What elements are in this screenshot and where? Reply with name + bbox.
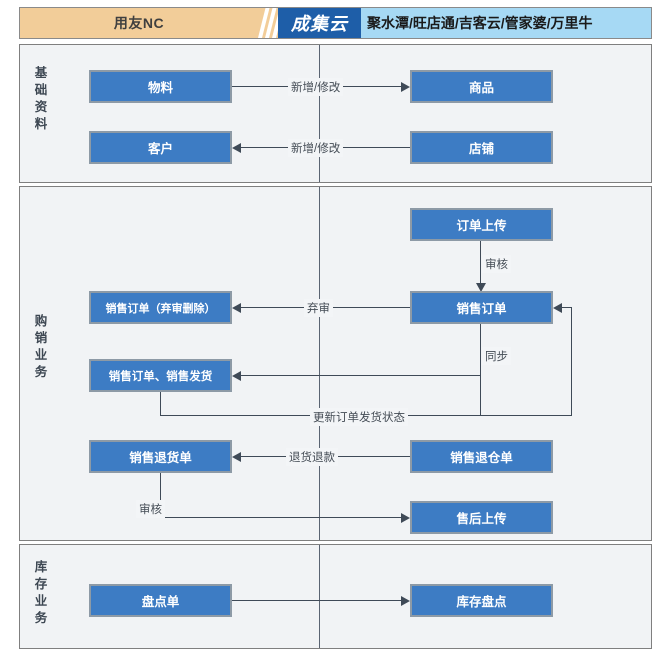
node-pandiandan[interactable]: 盘点单 <box>89 584 232 617</box>
node-label: 销售订单 <box>456 302 507 316</box>
edge-label-gengxin-fahuo: 更新订单发货状态 <box>310 408 408 426</box>
label-char: 销 <box>34 331 48 345</box>
label-char: 购 <box>34 314 48 328</box>
arrow-right-icon <box>401 81 410 92</box>
label-char: 务 <box>34 365 48 379</box>
header-right-systems: 聚水潭/旺店通/吉客云/管家婆/万里牛 <box>361 8 651 38</box>
arrow-right-icon <box>401 512 410 523</box>
section-divider <box>319 545 320 648</box>
node-shangpin[interactable]: 商品 <box>410 70 553 103</box>
label-char: 务 <box>34 611 48 625</box>
node-xiaoshou-dingdan-qishen[interactable]: 销售订单（弃审删除） <box>89 291 232 324</box>
section-label-sales-business: 购 销 业 务 <box>28 313 54 381</box>
node-xiaoshou-dingdan[interactable]: 销售订单 <box>410 291 553 324</box>
edge-pandiandan-to-kucun <box>232 600 403 602</box>
logo-text: 成集云 <box>291 14 348 34</box>
edge-shenhe-vertical <box>160 473 162 517</box>
node-xiaoshou-dingdan-fahuo[interactable]: 销售订单、销售发货 <box>89 359 232 392</box>
edge-label-dianpu-kehu: 新增/修改 <box>288 139 344 157</box>
edge-tongbu-vertical <box>480 324 482 416</box>
label-char: 料 <box>34 117 48 131</box>
logo-slash-bars-icon <box>255 8 285 38</box>
node-label: 销售退仓单 <box>450 451 513 465</box>
node-label: 客户 <box>147 142 173 156</box>
label-char: 业 <box>34 348 48 362</box>
node-dianpu[interactable]: 店铺 <box>410 131 553 164</box>
arrow-left-icon <box>553 302 562 313</box>
header-right-title: 聚水潭/旺店通/吉客云/管家婆/万里牛 <box>367 15 593 31</box>
node-kehu[interactable]: 客户 <box>89 131 232 164</box>
edge-dingdan-to-xiaoshou <box>480 241 482 284</box>
edge-label-qishen: 弃审 <box>304 299 333 317</box>
label-char: 资 <box>34 100 48 114</box>
arrow-left-icon <box>232 302 241 313</box>
edge-label-shenhe-tuihuo: 审核 <box>136 500 165 518</box>
edge-gengxin-vertical-start <box>160 392 162 416</box>
logo-panel: 成集云 <box>278 8 361 38</box>
node-label: 商品 <box>468 81 494 95</box>
diagram-header: 用友NC 成集云 聚水潭/旺店通/吉客云/管家婆/万里牛 <box>19 7 652 39</box>
section-stock-business: 库 存 业 务 盘点单 库存盘点 <box>19 544 652 649</box>
label-char: 库 <box>34 560 48 574</box>
edge-label-shenhe-dingdan: 审核 <box>482 255 511 273</box>
section-label-basic-data: 基 础 资 料 <box>28 65 54 133</box>
node-label: 订单上传 <box>456 219 507 233</box>
node-wuliao[interactable]: 物料 <box>89 70 232 103</box>
edge-gengxin-entry <box>562 307 572 309</box>
edge-label-tongbu: 同步 <box>482 347 511 365</box>
edge-label-tuihuo-tuikuan: 退货退款 <box>286 448 338 466</box>
section-basic-data: 基 础 资 料 物料 商品 新增/修改 客户 店铺 新增/修改 <box>19 44 652 183</box>
label-char: 础 <box>34 83 48 97</box>
node-label: 盘点单 <box>141 595 180 609</box>
node-label: 销售订单、销售发货 <box>108 370 213 383</box>
label-char: 基 <box>34 66 48 80</box>
header-left-title: 用友NC <box>113 15 165 31</box>
edge-label-wuliao-shangpin: 新增/修改 <box>288 78 344 96</box>
arrow-left-icon <box>232 142 241 153</box>
arrow-left-icon <box>232 370 241 381</box>
node-kucun-pandian[interactable]: 库存盘点 <box>410 584 553 617</box>
node-label: 库存盘点 <box>456 595 507 609</box>
header-left-system: 用友NC <box>20 8 258 38</box>
node-xiaoshou-tuicangdan[interactable]: 销售退仓单 <box>410 440 553 473</box>
node-label: 物料 <box>147 81 173 95</box>
arrow-left-icon <box>232 451 241 462</box>
edge-shenhe-horizontal <box>160 517 401 519</box>
node-xiaoshou-tuihuodan[interactable]: 销售退货单 <box>89 440 232 473</box>
node-dingdan-shangchuan[interactable]: 订单上传 <box>410 208 553 241</box>
node-label: 售后上传 <box>456 512 507 526</box>
label-char: 存 <box>34 577 48 591</box>
arrow-down-icon <box>476 283 486 292</box>
section-divider <box>319 45 320 182</box>
edge-gengxin-vertical-return <box>571 307 573 416</box>
section-divider <box>319 187 320 540</box>
label-char: 业 <box>34 594 48 608</box>
node-shouhou-shangchuan[interactable]: 售后上传 <box>410 501 553 534</box>
node-label: 销售订单（弃审删除） <box>105 302 216 315</box>
section-label-stock-business: 库 存 业 务 <box>28 559 54 627</box>
header-logo-block: 成集云 <box>255 8 361 38</box>
edge-tongbu-horizontal <box>241 375 481 377</box>
node-label: 店铺 <box>468 142 494 156</box>
arrow-right-icon <box>401 595 410 606</box>
node-label: 销售退货单 <box>129 451 192 465</box>
section-sales-business: 购 销 业 务 订单上传 审核 销售订单 销售订单（弃审删除） 弃审 同步 销售… <box>19 186 652 541</box>
